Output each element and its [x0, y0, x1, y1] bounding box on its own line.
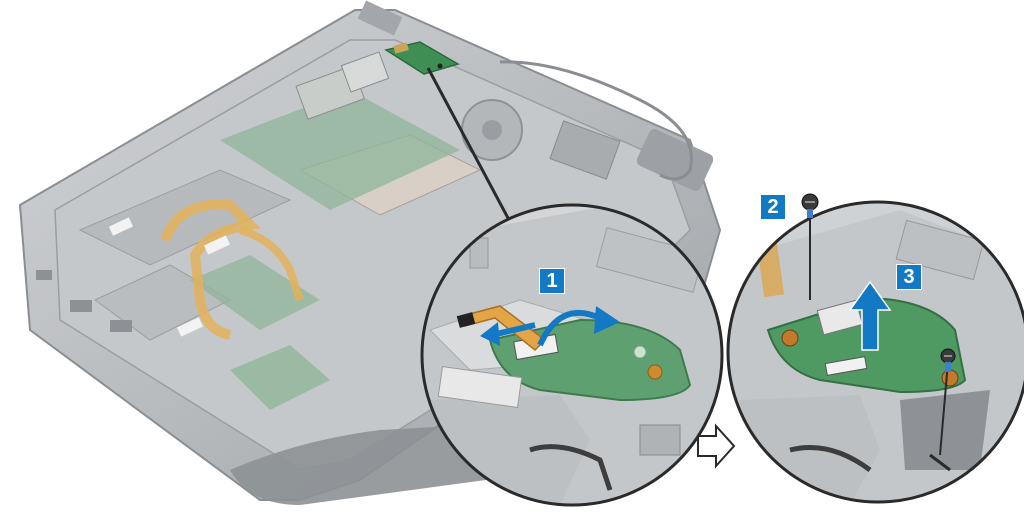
magnifier-leader-line — [426, 67, 510, 219]
step-badge-2: 2 — [760, 194, 786, 220]
callout-step-1 — [420, 203, 724, 507]
screw-icon — [940, 348, 956, 372]
step-badge-1: 1 — [539, 268, 565, 294]
next-step-arrow-icon — [697, 423, 736, 469]
callout-step-2-3 — [726, 200, 1024, 504]
lift-arrow-icon — [848, 280, 892, 351]
tablet-chassis — [18, 0, 722, 505]
curved-arrow-icon — [537, 309, 602, 347]
step-badge-3: 3 — [896, 264, 922, 290]
slide-arrow-icon — [491, 322, 536, 338]
screw-icon — [801, 193, 819, 218]
